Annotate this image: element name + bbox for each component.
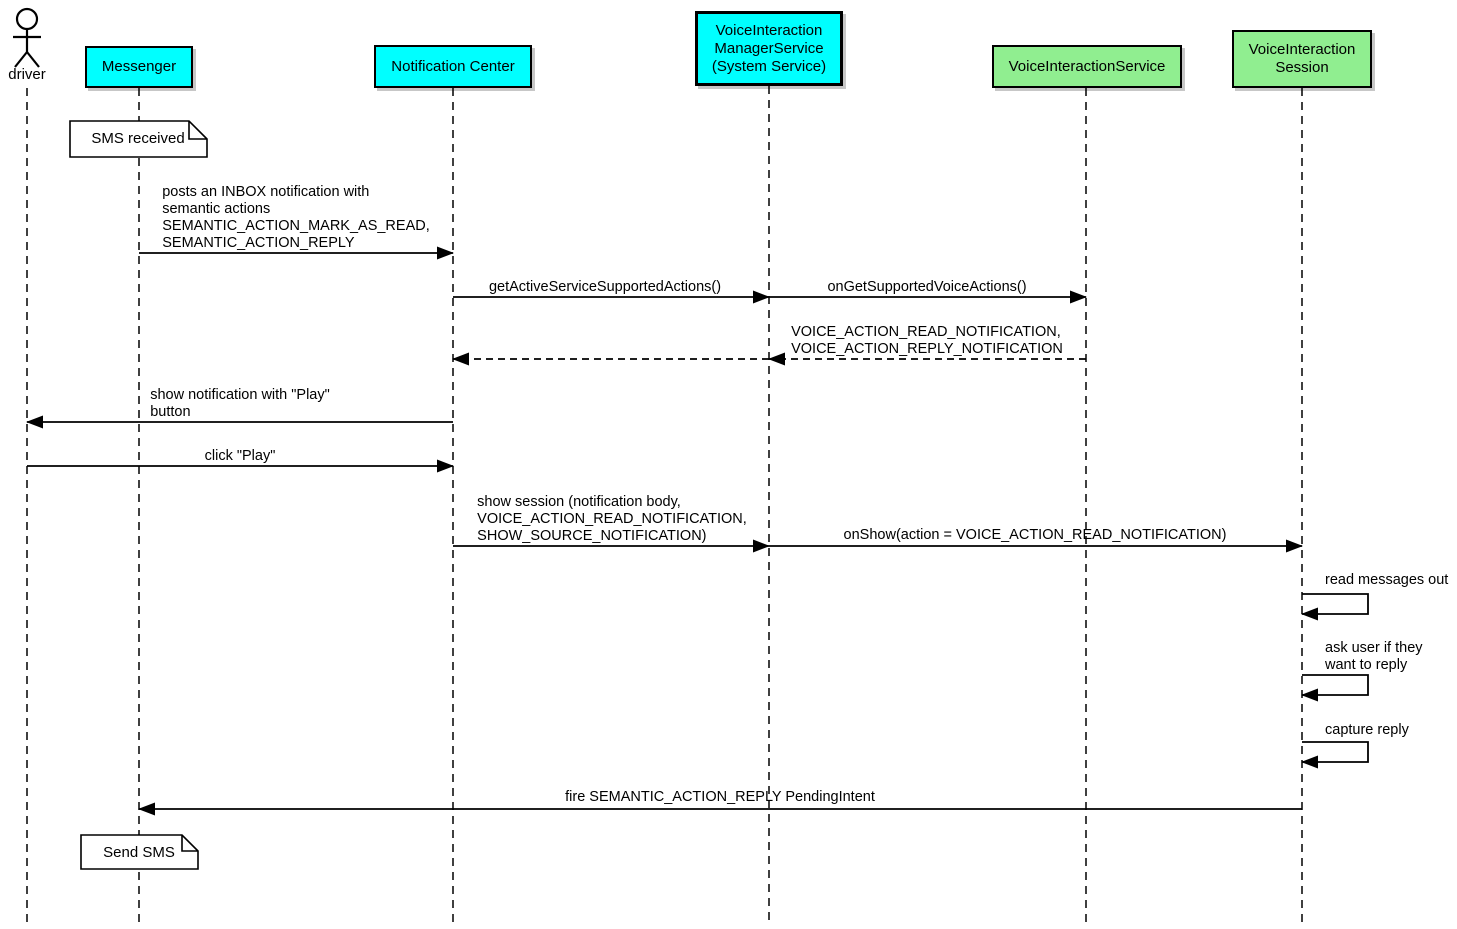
participant-voice-interaction-session: VoiceInteraction Session: [1232, 30, 1372, 88]
note-sms-received-shape: [69, 120, 208, 158]
message-posts-inbox: posts an INBOX notification with semanti…: [162, 184, 430, 251]
participant-voice-interaction-service: VoiceInteractionService: [992, 45, 1182, 88]
message-fire-pendingintent: fire SEMANTIC_ACTION_REPLY PendingIntent: [565, 789, 875, 805]
actor-driver-label: driver: [8, 66, 46, 83]
participant-messenger: Messenger: [85, 46, 193, 88]
note-send-sms-shape: [80, 834, 199, 870]
actor-icon: [13, 7, 41, 68]
message-on-get-supported-voice-actions: onGetSupportedVoiceActions(): [827, 279, 1027, 295]
participant-notification-center: Notification Center: [374, 45, 532, 88]
message-voice-actions-return: VOICE_ACTION_READ_NOTIFICATION, VOICE_AC…: [791, 324, 1063, 357]
message-show-notification: show notification with "Play" button: [150, 387, 330, 420]
message-capture-reply: capture reply: [1325, 722, 1409, 738]
message-show-session: show session (notification body, VOICE_A…: [477, 494, 747, 544]
message-click-play: click "Play": [204, 448, 276, 464]
participant-voice-interaction-manager-service: VoiceInteraction ManagerService (System …: [695, 11, 843, 86]
arrow-self-read-messages: [1301, 593, 1369, 621]
message-get-active-supported-actions: getActiveServiceSupportedActions(): [488, 279, 722, 295]
note-sms-received: SMS received: [91, 130, 185, 147]
message-read-messages-out: read messages out: [1325, 572, 1449, 588]
arrow-self-capture-reply: [1301, 741, 1369, 769]
message-on-show: onShow(action = VOICE_ACTION_READ_NOTIFI…: [843, 527, 1227, 543]
note-send-sms: Send SMS: [103, 844, 175, 861]
arrow-self-ask-user: [1301, 674, 1369, 702]
message-ask-user-reply: ask user if they want to reply: [1325, 640, 1423, 673]
